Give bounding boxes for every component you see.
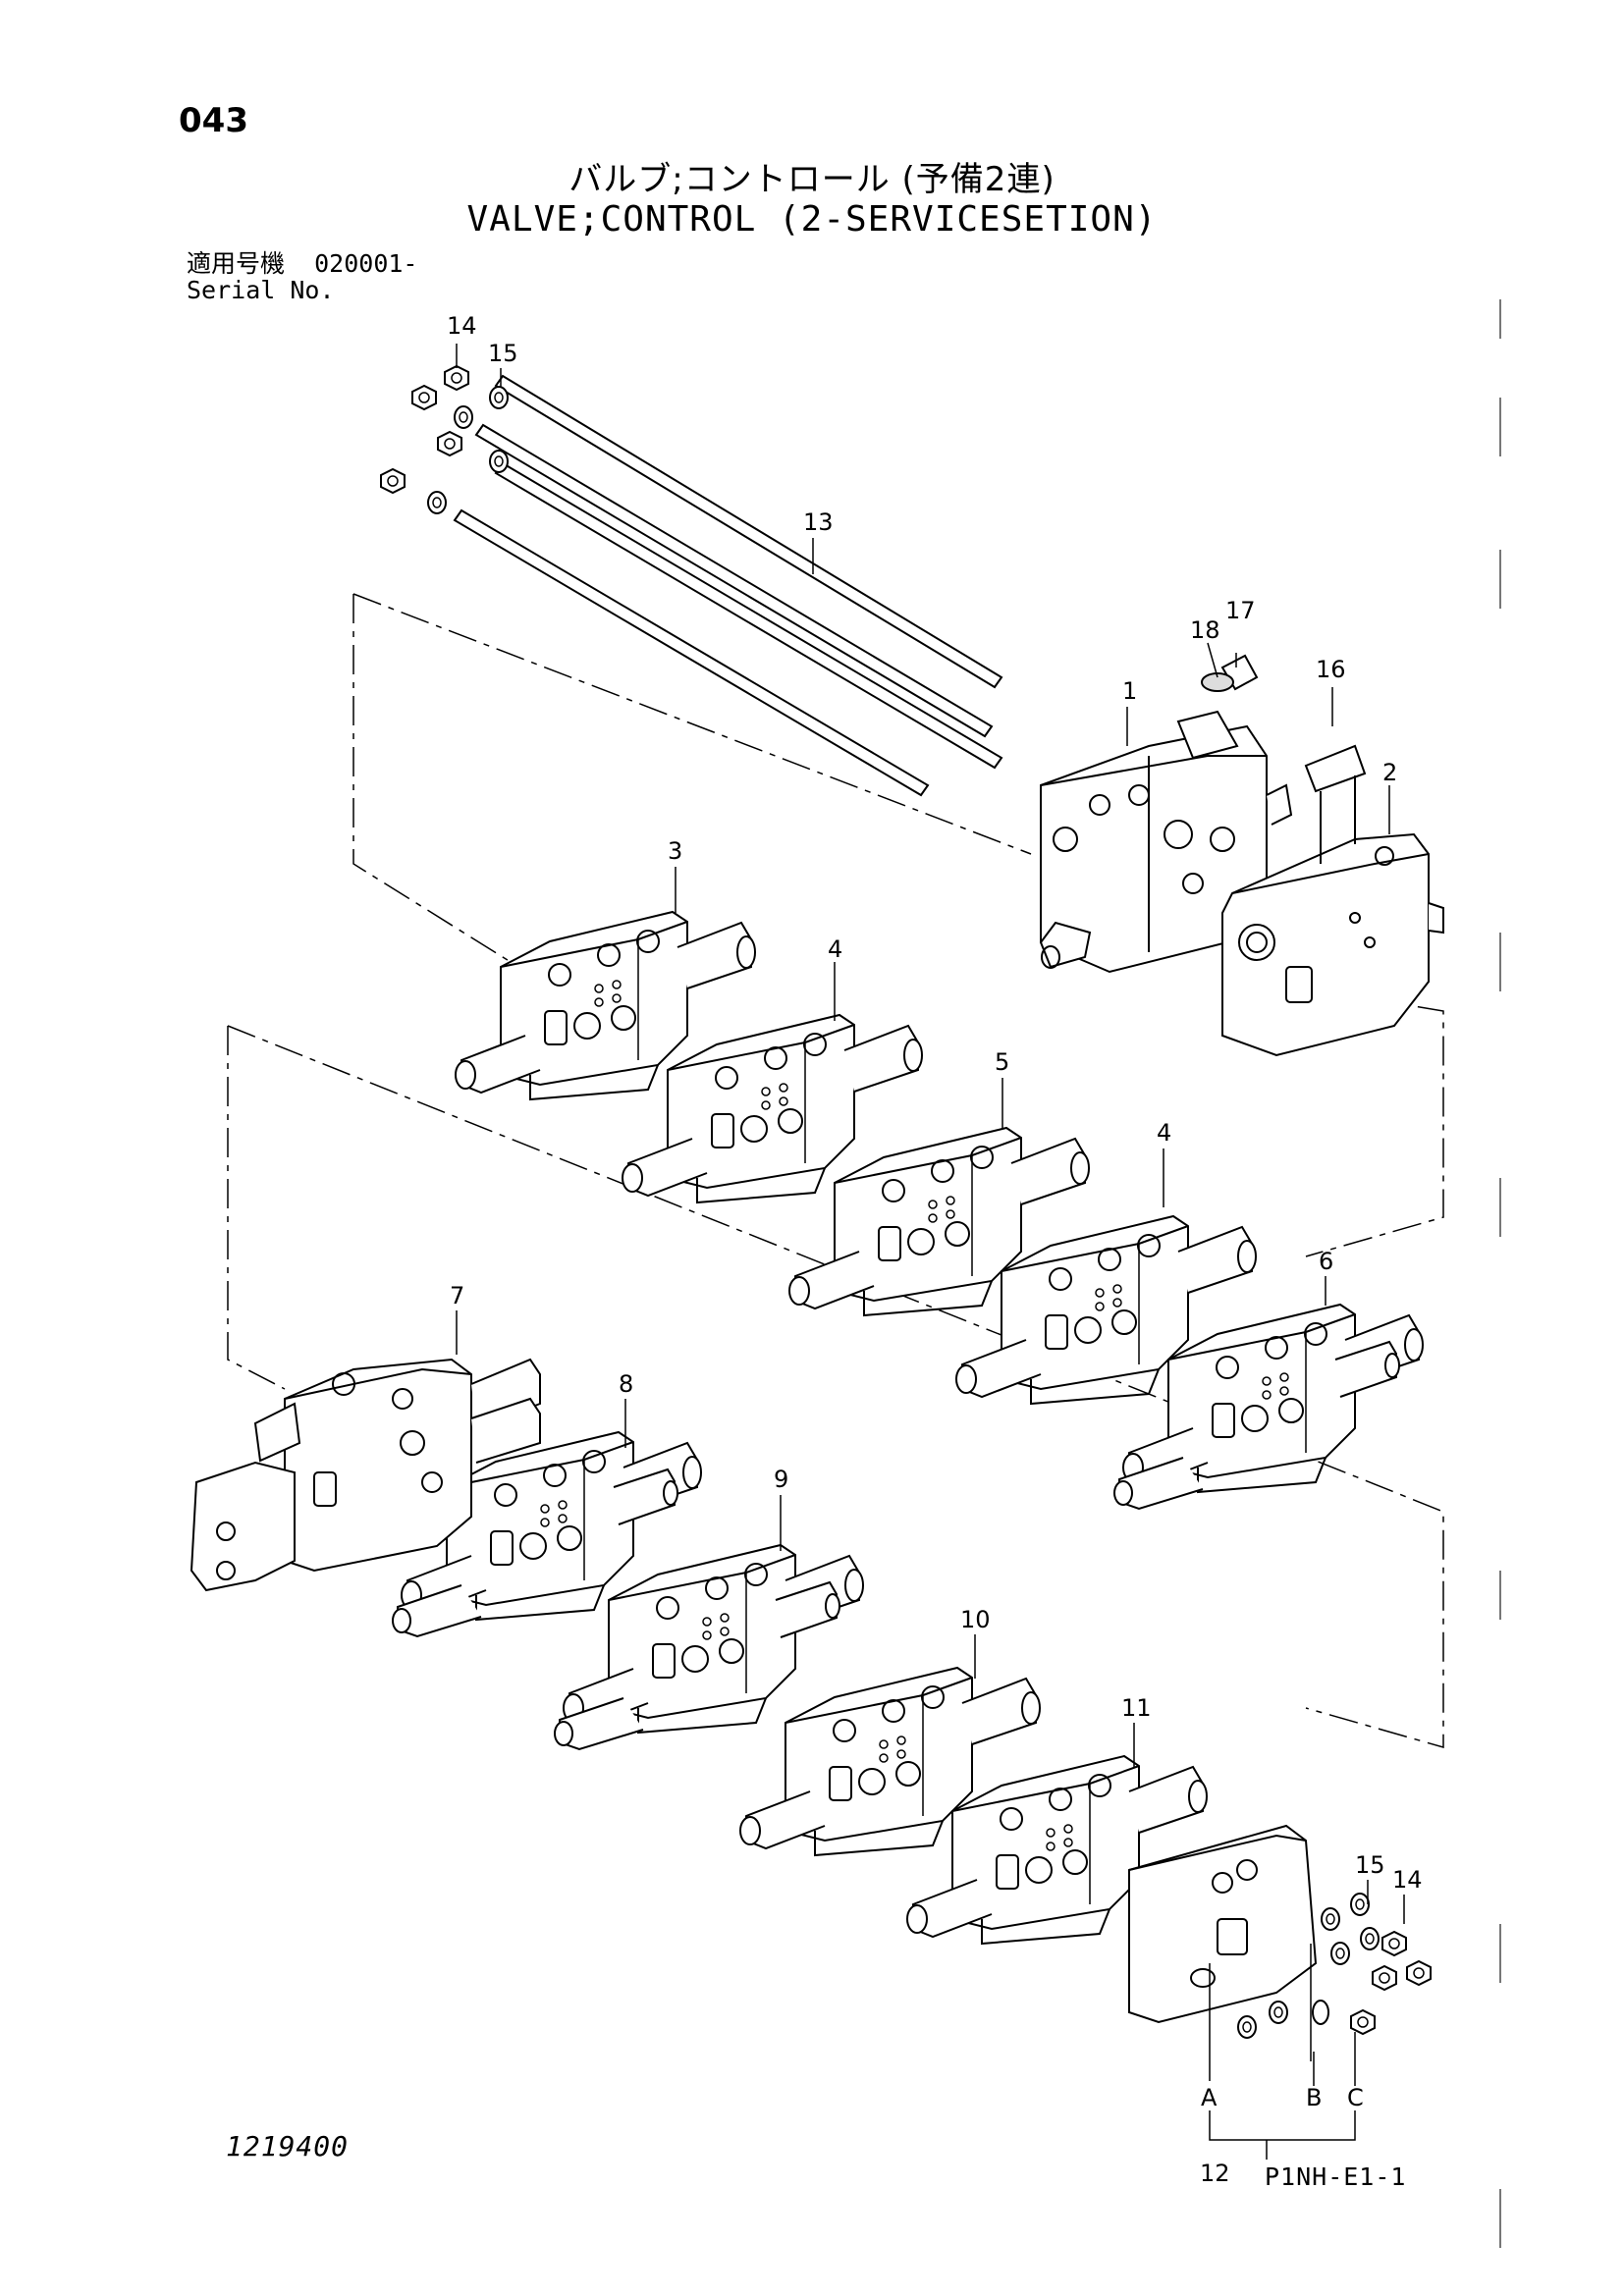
callouts: 14 15 13 18 17 16 1 2 3 4 5 4 6 7 8 9 10…: [447, 312, 1423, 2187]
title-english: VALVE;CONTROL (2-SERVICESETION): [466, 199, 1158, 240]
sheet-id: P1NH-E1-1: [1265, 2163, 1407, 2191]
callout-14b: 14: [1392, 1866, 1423, 1894]
callout-11: 11: [1121, 1694, 1152, 1722]
callout-6: 6: [1319, 1248, 1333, 1275]
callout-2: 2: [1382, 759, 1397, 786]
callout-A: A: [1201, 2084, 1218, 2111]
margin-tick: [1499, 1571, 1501, 1620]
callout-15b: 15: [1355, 1851, 1385, 1879]
tie-rods: [453, 374, 1003, 797]
callout-13: 13: [803, 508, 834, 536]
margin-tick: [1499, 550, 1501, 609]
drawing-number: 1219400: [226, 2130, 350, 2163]
title-japanese: バルブ;コントロール (予備2連): [568, 160, 1056, 199]
serial-value: 020001-: [314, 249, 418, 278]
callout-1: 1: [1122, 677, 1137, 705]
margin-tick: [1499, 299, 1501, 339]
inlet-section: [1039, 710, 1293, 974]
serial-block: 適用号機 020001- Serial No.: [187, 250, 417, 303]
margin-tick: [1499, 398, 1501, 456]
callout-14a: 14: [447, 312, 477, 340]
end-section: [1221, 744, 1444, 1057]
cover-fittings: [1237, 1893, 1432, 2039]
callout-15a: 15: [488, 340, 518, 367]
callout-4b: 4: [1157, 1119, 1171, 1147]
callout-7: 7: [450, 1282, 464, 1309]
solenoid-section: [189, 1358, 541, 1592]
callout-B: B: [1306, 2084, 1322, 2111]
callout-4a: 4: [828, 935, 842, 963]
callout-17: 17: [1225, 597, 1256, 624]
callout-8: 8: [619, 1370, 633, 1398]
serial-label-jp: 適用号機: [187, 249, 286, 278]
margin-tick: [1499, 933, 1501, 991]
callout-12: 12: [1200, 2160, 1230, 2187]
serial-label-en: Serial No.: [187, 276, 335, 304]
callout-18: 18: [1190, 616, 1220, 644]
callout-10: 10: [960, 1606, 991, 1633]
page-number: 043: [179, 101, 248, 140]
working-sections: [393, 911, 1423, 1945]
callout-5: 5: [995, 1048, 1009, 1076]
callout-9: 9: [774, 1466, 788, 1493]
outlet-cover: [1128, 1824, 1318, 2024]
gaskets: [1201, 654, 1259, 692]
callout-16: 16: [1316, 656, 1346, 683]
margin-tick: [1499, 1178, 1501, 1237]
margin-tick: [1499, 1924, 1501, 1983]
callout-3: 3: [668, 837, 682, 865]
callout-C: C: [1347, 2084, 1364, 2111]
margin-tick: [1499, 2189, 1501, 2248]
leader-lines: [456, 344, 1405, 2160]
